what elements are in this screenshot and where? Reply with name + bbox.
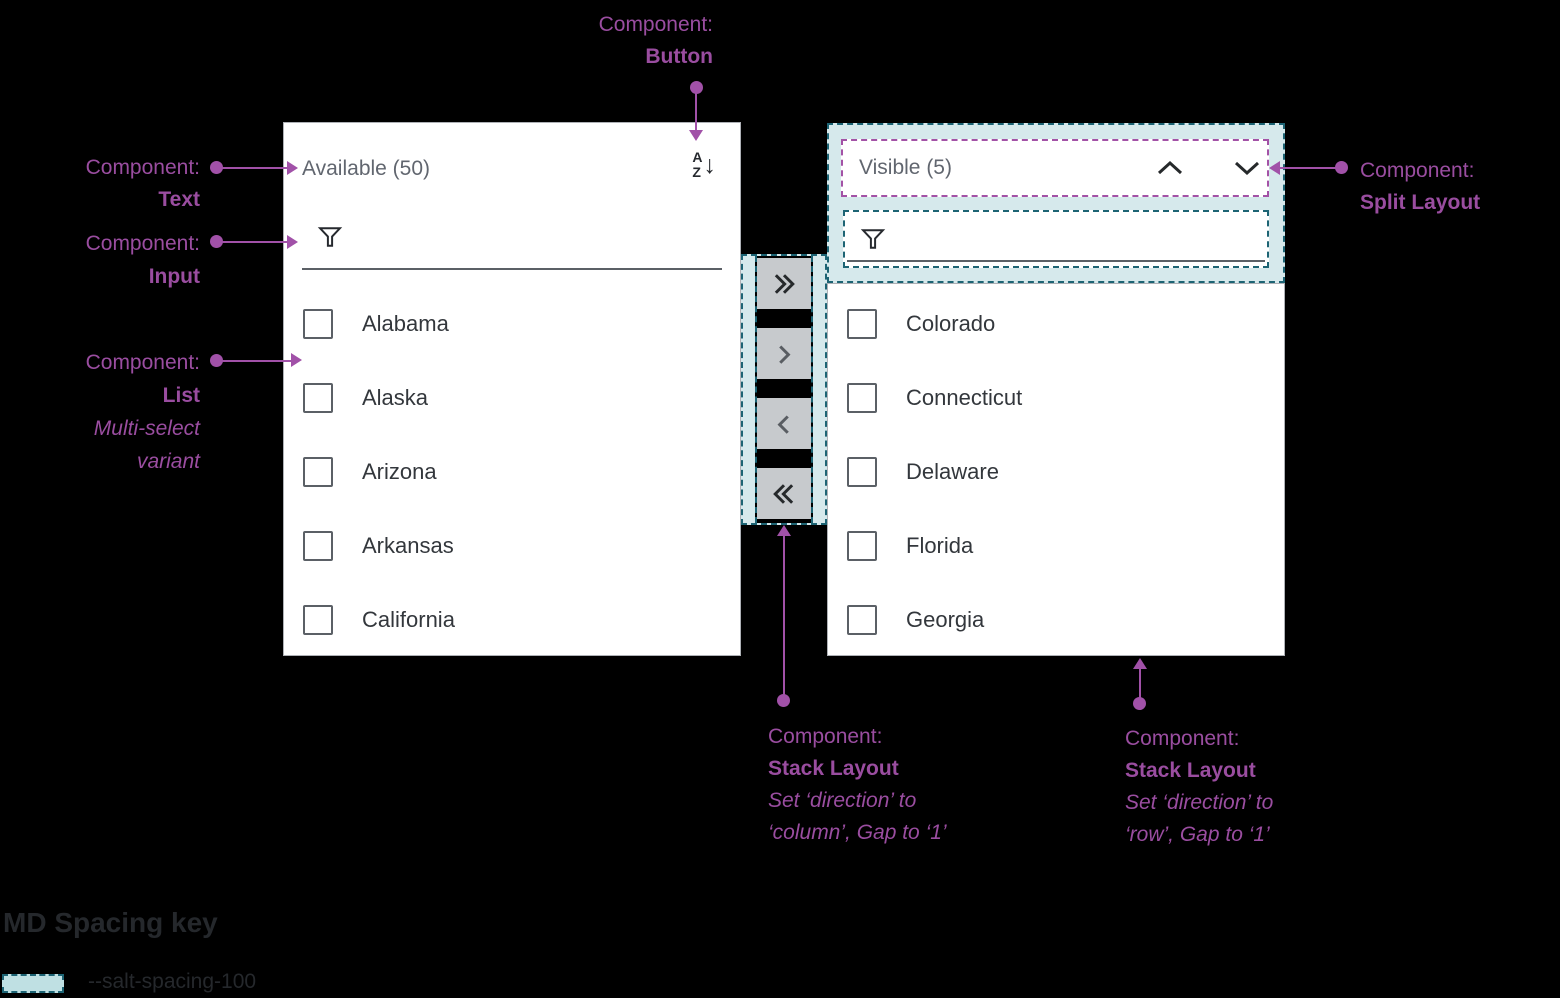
annotation-dot: [210, 161, 223, 174]
checkbox[interactable]: [847, 383, 877, 413]
sort-button[interactable]: A Z ↓: [692, 150, 716, 180]
arrow-right-icon: [287, 235, 298, 249]
arrow-up-icon: [1133, 658, 1147, 669]
list-item-label: Alaska: [362, 385, 429, 410]
spacing-key-heading: MD Spacing key: [3, 907, 218, 938]
annotation-stack-layout-row: Component: Stack Layout Set ‘direction’ …: [1125, 727, 1274, 846]
list-item[interactable]: Alabama: [284, 306, 740, 342]
list-item-label: California: [362, 607, 455, 632]
checkbox[interactable]: [303, 309, 333, 339]
checkbox[interactable]: [303, 531, 333, 561]
checkbox[interactable]: [303, 383, 333, 413]
list-item-label: Connecticut: [906, 385, 1023, 410]
annotation-line: [1139, 669, 1141, 699]
list-item-label: Alabama: [362, 311, 449, 336]
annotation-button: Component: Button: [598, 13, 713, 68]
move-all-left-button[interactable]: [757, 468, 811, 519]
annotation-dot: [777, 694, 790, 707]
double-chevron-left-icon: [773, 483, 794, 504]
annotation-dot: [690, 81, 703, 94]
list-item[interactable]: Colorado: [828, 306, 1284, 342]
annotation-dot: [210, 354, 223, 367]
annotation-line: [1280, 167, 1337, 169]
visible-filter-input[interactable]: [897, 220, 1255, 262]
chevron-up-icon: [1157, 160, 1183, 175]
list-item-label: Georgia: [906, 607, 985, 632]
spacing-token-label: --salt-spacing-100: [88, 970, 257, 993]
annotation-dot: [210, 235, 223, 248]
arrow-right-icon: [291, 353, 302, 367]
checkbox[interactable]: [847, 309, 877, 339]
annotation-dot: [1133, 697, 1146, 710]
visible-list-header: Visible (5): [841, 139, 1269, 197]
list-item[interactable]: Florida: [828, 528, 1284, 564]
annotation-line: [783, 536, 785, 696]
chevron-right-icon: [779, 344, 791, 364]
list-item[interactable]: Delaware: [828, 454, 1284, 490]
available-filter: [284, 219, 740, 269]
list-item-label: Arizona: [362, 459, 437, 484]
list-item[interactable]: Arizona: [284, 454, 740, 490]
move-up-button[interactable]: [1148, 149, 1192, 187]
arrow-right-icon: [287, 161, 298, 175]
list-item[interactable]: Arkansas: [284, 528, 740, 564]
checkbox[interactable]: [303, 605, 333, 635]
sort-az-descending-icon: A Z: [692, 149, 703, 180]
annotation-line: [221, 360, 291, 362]
chevron-left-icon: [777, 414, 789, 434]
list-item-label: Colorado: [906, 311, 996, 336]
available-filter-input[interactable]: [350, 223, 720, 269]
stack-layout-spacing-region: [741, 254, 827, 525]
list-item-label: Florida: [906, 533, 974, 558]
transfer-button-stack: [755, 256, 813, 523]
annotation-dot: [1335, 161, 1348, 174]
list-item-label: Arkansas: [362, 533, 454, 558]
list-item[interactable]: Georgia: [828, 602, 1284, 638]
visible-filter: [843, 210, 1269, 268]
input-underline: [302, 268, 722, 270]
annotation-text: Component: Text: [85, 156, 200, 211]
annotation-input: Component: Input: [85, 232, 200, 288]
visible-list-panel: Colorado Connecticut Delaware Florida Ge…: [827, 283, 1285, 656]
visible-list-title: Visible (5): [859, 156, 952, 179]
annotation-line: [221, 167, 287, 169]
move-selected-left-button[interactable]: [757, 398, 811, 449]
checkbox[interactable]: [847, 531, 877, 561]
annotation-stack-layout-column: Component: Stack Layout Set ‘direction’ …: [768, 725, 947, 844]
annotation-split-layout: Component: Split Layout: [1360, 159, 1481, 214]
move-down-button[interactable]: [1225, 149, 1269, 187]
list-item[interactable]: Connecticut: [828, 380, 1284, 416]
list-item-label: Delaware: [906, 459, 999, 484]
available-list-title: Available (50): [302, 157, 431, 180]
chevron-down-icon: [1234, 161, 1260, 176]
double-chevron-right-icon: [774, 273, 795, 294]
spacing-swatch: [2, 974, 64, 993]
checkbox[interactable]: [847, 605, 877, 635]
list-item[interactable]: California: [284, 602, 740, 638]
input-underline: [847, 260, 1265, 262]
arrow-up-icon: [777, 525, 791, 536]
checkbox[interactable]: [847, 457, 877, 487]
annotation-line: [221, 241, 287, 243]
arrow-down-icon: [689, 130, 703, 141]
annotation-list: Component: List Multi-select variant: [85, 351, 200, 473]
filter-icon: [859, 225, 887, 258]
list-item[interactable]: Alaska: [284, 380, 740, 416]
arrow-left-icon: [1269, 161, 1280, 175]
split-layout-spacing-region: Visible (5): [827, 123, 1285, 283]
filter-icon: [316, 223, 344, 256]
checkbox[interactable]: [303, 457, 333, 487]
move-selected-right-button[interactable]: [757, 328, 811, 379]
annotation-line: [695, 93, 697, 130]
available-list-panel: Available (50) A Z ↓ Alabama Alaska: [283, 122, 741, 656]
arrow-down-icon: ↓: [703, 151, 717, 179]
move-all-right-button[interactable]: [757, 258, 811, 309]
